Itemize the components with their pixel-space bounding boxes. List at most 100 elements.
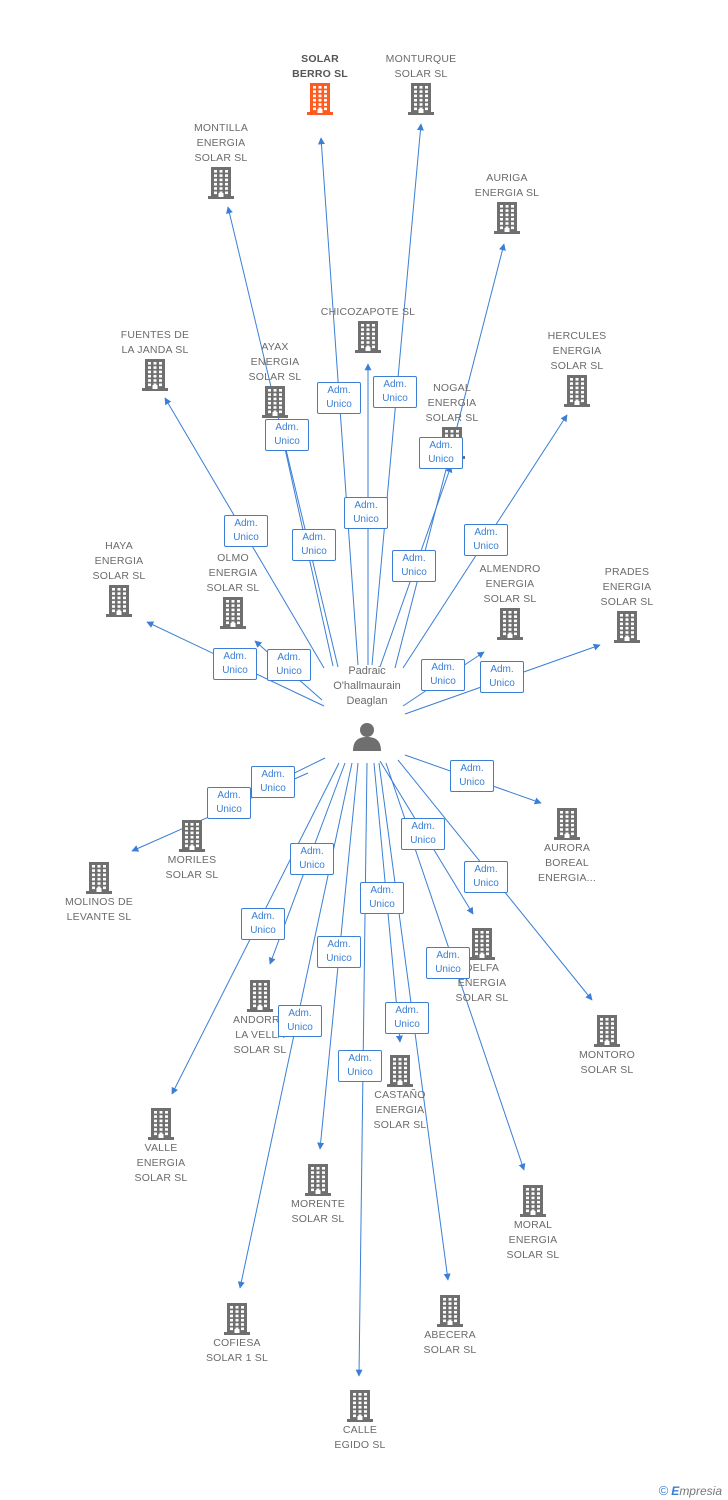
relation-role: Adm. xyxy=(490,664,514,675)
relation-role: Adm. xyxy=(383,379,407,390)
relation-type: Unico xyxy=(301,546,327,557)
relation-role: Adm. xyxy=(234,518,258,529)
person-icon xyxy=(353,723,381,751)
relation-role: Adm. xyxy=(302,532,326,543)
company-name[interactable]: AURIGA ENERGIA SL xyxy=(474,172,540,199)
company-node-chicozapote[interactable]: CHICOZAPOTE SL xyxy=(308,305,428,358)
company-node-andorra[interactable]: ANDORRA LA VELLA SOLAR SL xyxy=(200,975,320,1058)
relation-role: Adm. xyxy=(395,1005,419,1016)
relation-badge-andorra: Adm. Unico xyxy=(290,843,334,875)
company-name[interactable]: FUENTES DE LA JANDA SL xyxy=(120,329,190,356)
building-icon xyxy=(142,359,168,391)
company-node-moriles[interactable]: MORILES SOLAR SL xyxy=(132,815,252,883)
company-name[interactable]: HAYA ENERGIA SOLAR SL xyxy=(92,540,146,582)
company-node-moral[interactable]: MORAL ENERGIA SOLAR SL xyxy=(473,1180,593,1263)
company-node-valle[interactable]: VALLE ENERGIA SOLAR SL xyxy=(101,1103,221,1186)
brand-logo: Empresia xyxy=(671,1484,722,1498)
company-name[interactable]: MONTILLA ENERGIA SOLAR SL xyxy=(193,122,249,164)
company-name[interactable]: NOGAL ENERGIA SOLAR SL xyxy=(425,382,479,424)
company-name[interactable]: ABECERA SOLAR SL xyxy=(423,1329,477,1356)
relation-role: Adm. xyxy=(327,385,351,396)
company-name[interactable]: MONTURQUE SOLAR SL xyxy=(385,53,457,80)
relation-role: Adm. xyxy=(402,553,426,564)
company-name[interactable]: MORENTE SOLAR SL xyxy=(291,1198,345,1225)
company-name[interactable]: MOLINOS DE LEVANTE SL xyxy=(65,896,133,923)
company-node-hercules[interactable]: HERCULES ENERGIA SOLAR SL xyxy=(517,329,637,412)
relation-badge-chicozapote: Adm. Unico xyxy=(344,497,388,529)
company-node-olmo[interactable]: OLMO ENERGIA SOLAR SL xyxy=(173,551,293,634)
company-name[interactable]: CASTAÑO ENERGIA SOLAR SL xyxy=(373,1089,427,1131)
company-node-delfa[interactable]: DELFA ENERGIA SOLAR SL xyxy=(422,923,542,1006)
building-icon xyxy=(307,83,333,115)
company-name[interactable]: COFIESA SOLAR 1 SL xyxy=(205,1337,269,1364)
company-node-molinos[interactable]: MOLINOS DE LEVANTE SL xyxy=(39,857,159,925)
relation-type: Unico xyxy=(287,1022,313,1033)
person-node[interactable]: Padraic O'hallmaurain Deaglan xyxy=(322,664,412,751)
company-node-haya[interactable]: HAYA ENERGIA SOLAR SL xyxy=(59,539,179,622)
company-name[interactable]: ANDORRA LA VELLA SOLAR SL xyxy=(233,1014,287,1056)
relation-role: Adm. xyxy=(288,1008,312,1019)
company-node-morente[interactable]: MORENTE SOLAR SL xyxy=(258,1159,378,1227)
relation-type: Unico xyxy=(401,567,427,578)
company-name[interactable]: MORAL ENERGIA SOLAR SL xyxy=(506,1219,560,1261)
relation-role: Adm. xyxy=(277,652,301,663)
relation-type: Unico xyxy=(326,399,352,410)
company-name[interactable]: MONTORO SOLAR SL xyxy=(578,1049,636,1076)
company-node-auriga[interactable]: AURIGA ENERGIA SL xyxy=(447,171,567,239)
company-node-solar-berro[interactable]: SOLAR BERRO SL xyxy=(260,52,380,120)
relation-type: Unico xyxy=(233,532,259,543)
company-node-calle-egido[interactable]: CALLE EGIDO SL xyxy=(300,1385,420,1453)
relation-role: Adm. xyxy=(436,950,460,961)
company-name[interactable]: SOLAR BERRO SL xyxy=(292,53,348,80)
relation-role: Adm. xyxy=(354,500,378,511)
relation-type: Unico xyxy=(299,860,325,871)
relation-type: Unico xyxy=(394,1019,420,1030)
relation-badge-fuentes: Adm. Unico xyxy=(224,515,268,547)
building-icon xyxy=(86,862,112,894)
company-node-monturque[interactable]: MONTURQUE SOLAR SL xyxy=(361,52,481,120)
relation-type: Unico xyxy=(216,804,242,815)
relation-badge-morente: Adm.Unico xyxy=(317,936,361,968)
company-node-castano[interactable]: CASTAÑO ENERGIA SOLAR SL xyxy=(340,1050,460,1133)
company-node-cofiesa[interactable]: COFIESA SOLAR 1 SL xyxy=(177,1298,297,1366)
company-name[interactable]: HERCULES ENERGIA SOLAR SL xyxy=(547,330,607,372)
company-node-ayax[interactable]: AYAX ENERGIA SOLAR SL xyxy=(215,340,335,423)
building-icon xyxy=(224,1303,250,1335)
relation-type: Unico xyxy=(250,925,276,936)
company-node-montilla[interactable]: MONTILLA ENERGIA SOLAR SL xyxy=(161,121,281,204)
company-node-aurora[interactable]: AURORA BOREAL ENERGIA... xyxy=(507,803,627,886)
company-name[interactable]: CHICOZAPOTE SL xyxy=(320,306,416,318)
company-name[interactable]: CALLE EGIDO SL xyxy=(334,1424,386,1451)
relation-type: Unico xyxy=(274,436,300,447)
relation-type: Unico xyxy=(222,665,248,676)
relation-type: Unico xyxy=(353,514,379,525)
relation-role: Adm. xyxy=(327,939,351,950)
company-node-almendro[interactable]: ALMENDRO ENERGIA SOLAR SL xyxy=(450,562,570,645)
company-node-fuentes[interactable]: FUENTES DE LA JANDA SL xyxy=(95,328,215,396)
relation-badge-monturque: Adm.Unico xyxy=(373,376,417,408)
company-node-montoro[interactable]: MONTORO SOLAR SL xyxy=(547,1010,667,1078)
company-node-abecera[interactable]: ABECERA SOLAR SL xyxy=(390,1290,510,1358)
relation-badge-montoro: Adm.Unico xyxy=(464,861,508,893)
company-name[interactable]: VALLE ENERGIA SOLAR SL xyxy=(134,1142,188,1184)
company-name[interactable]: OLMO ENERGIA SOLAR SL xyxy=(206,552,260,594)
relation-badge-auriga: Adm.Unico xyxy=(419,437,463,469)
relation-role: Adm. xyxy=(370,885,394,896)
company-name[interactable]: DELFA ENERGIA SOLAR SL xyxy=(455,962,509,1004)
relation-type: Unico xyxy=(473,541,499,552)
building-icon xyxy=(408,83,434,115)
company-name[interactable]: AYAX ENERGIA SOLAR SL xyxy=(248,341,302,383)
company-name[interactable]: MORILES SOLAR SL xyxy=(165,854,219,881)
relation-role: Adm. xyxy=(251,911,275,922)
company-name[interactable]: ALMENDRO ENERGIA SOLAR SL xyxy=(479,563,541,605)
relation-badge-aurora: Adm.Unico xyxy=(450,760,494,792)
company-name[interactable]: PRADES ENERGIA SOLAR SL xyxy=(600,566,654,608)
company-name[interactable]: AURORA BOREAL ENERGIA... xyxy=(537,842,596,884)
relation-badge-montilla: Adm.Unico xyxy=(265,419,309,451)
relation-type: Unico xyxy=(473,878,499,889)
relation-role: Adm. xyxy=(300,846,324,857)
building-icon xyxy=(106,585,132,617)
company-node-prades[interactable]: PRADES ENERGIA SOLAR SL xyxy=(567,565,687,648)
building-icon xyxy=(494,202,520,234)
relation-type: Unico xyxy=(430,676,456,687)
